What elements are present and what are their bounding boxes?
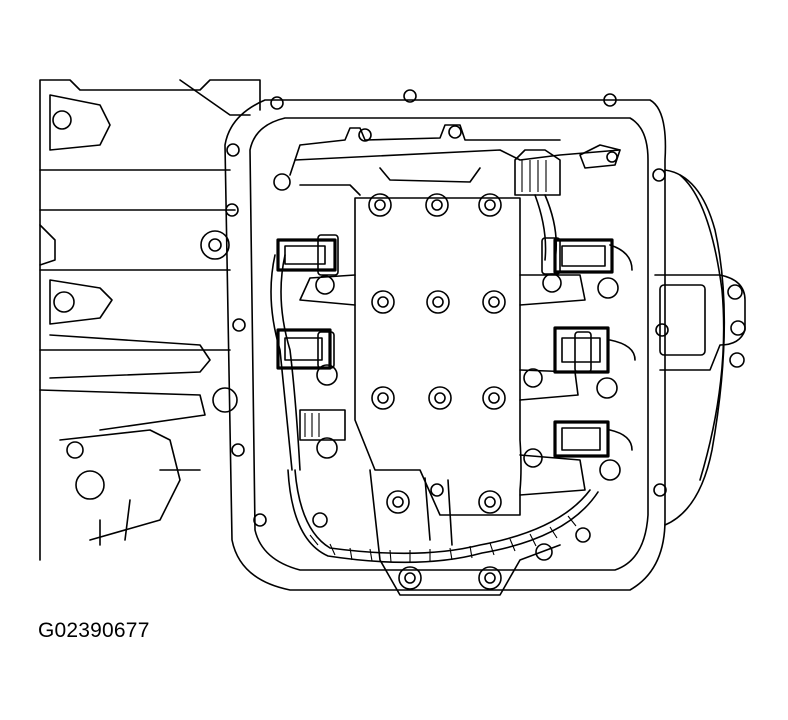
transmission-case-right xyxy=(654,169,746,526)
bolt-head xyxy=(478,490,502,514)
solenoid-connector xyxy=(553,420,610,458)
solenoid-connector xyxy=(276,234,339,276)
bolt-head xyxy=(398,566,422,590)
solenoid-connector xyxy=(553,326,610,374)
valve-body-plate xyxy=(354,197,522,516)
bolt-head xyxy=(425,193,449,217)
solenoid-bodies xyxy=(299,273,621,496)
pan-flange xyxy=(224,89,669,591)
bolt-head xyxy=(371,386,395,410)
bolt-head xyxy=(368,193,392,217)
bolt-head xyxy=(478,193,502,217)
wire-harness xyxy=(270,194,636,564)
valve-body-lower xyxy=(299,364,591,596)
bolt-head xyxy=(482,290,506,314)
bolt-head xyxy=(426,290,450,314)
solenoid-connector xyxy=(276,328,335,370)
bolt-head xyxy=(386,490,410,514)
bolt-head xyxy=(478,566,502,590)
valve-body-upper xyxy=(273,124,621,196)
bolt-head xyxy=(482,386,506,410)
transmission-case-left xyxy=(39,79,261,561)
figure-id-label: G02390677 xyxy=(38,619,150,642)
valve-body-bolts xyxy=(368,193,506,590)
bolt-head xyxy=(371,290,395,314)
solenoid-connector xyxy=(541,237,614,275)
bolt-head xyxy=(428,386,452,410)
